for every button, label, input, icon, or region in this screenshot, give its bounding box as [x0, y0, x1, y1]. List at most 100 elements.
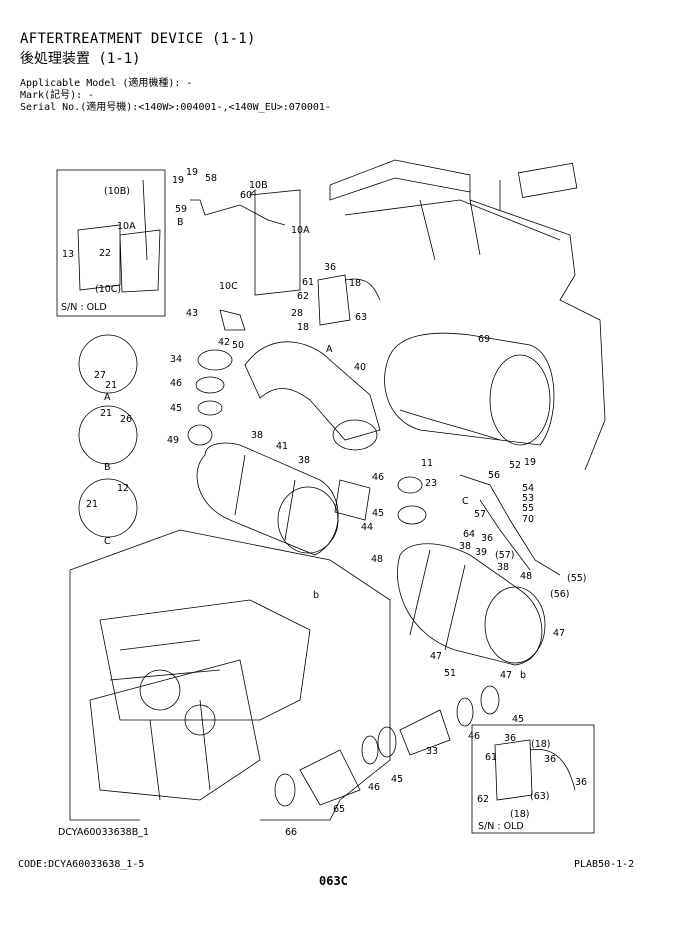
callout-56-paren: (56)	[550, 589, 570, 600]
callout-10c: 10C	[219, 281, 238, 292]
callout-50: 50	[232, 340, 244, 351]
callout-53: 53	[522, 493, 534, 504]
callout-63-inset: (63)	[530, 791, 550, 802]
muffler-69-drawing	[384, 332, 555, 446]
callout-60: 60	[240, 190, 252, 201]
callout-18b: 18	[297, 322, 309, 333]
inset-sn-old-left: S/N : OLD	[61, 302, 107, 313]
callout-22: 22	[99, 248, 111, 259]
callout-19a: 19	[186, 167, 198, 178]
callout-10b: 10B	[249, 180, 268, 191]
callout-19b: 19	[172, 175, 184, 186]
callout-45b: 45	[372, 508, 384, 519]
detail-c-label: C	[104, 536, 111, 547]
applicable-model: Applicable Model (適用機種): -	[20, 78, 193, 89]
callout-40: 40	[354, 362, 366, 373]
callout-23: 23	[425, 478, 437, 489]
callout-46a: 46	[170, 378, 182, 389]
callout-36-inset-a: 36	[504, 733, 516, 744]
callout-54: 54	[522, 483, 534, 494]
footer-page: 063C	[319, 874, 348, 888]
callout-28: 28	[291, 308, 303, 319]
engine-drawing	[69, 529, 391, 821]
hose-parts-drawing	[274, 685, 500, 807]
callout-59: 59	[175, 204, 187, 215]
callout-11: 11	[421, 458, 433, 469]
callout-10a: 10A	[291, 225, 310, 236]
callout-55-paren: (55)	[567, 573, 587, 584]
callout-b-circle-lower: b	[520, 670, 526, 681]
frame-drawing	[329, 159, 606, 471]
callout-labels: 19 58 10B 60 19 59 B (10B) 10A 13 22 (10…	[58, 167, 587, 838]
callout-38c: 38	[459, 541, 471, 552]
callout-39: 39	[475, 547, 487, 558]
callout-65: 65	[333, 804, 345, 815]
callout-c-circle: C	[462, 496, 469, 507]
title-japanese: 後処理装置 (1-1)	[20, 51, 141, 67]
callout-52: 52	[509, 460, 521, 471]
footer-plab: PLAB50-1-2	[574, 859, 635, 870]
callout-63: 63	[355, 312, 367, 323]
footer-code: CODE:DCYA60033638_1-5	[18, 859, 145, 870]
callout-61-inset: 61	[485, 752, 497, 763]
callout-66: 66	[285, 827, 297, 838]
callout-26: 26	[120, 414, 132, 425]
fittings-drawing	[190, 189, 561, 576]
callout-57: 57	[474, 509, 486, 520]
callout-45d: 45	[391, 774, 403, 785]
detail-circles	[78, 334, 138, 538]
callout-58: 58	[205, 173, 217, 184]
inset-old-left	[56, 169, 166, 317]
callout-18a: 18	[349, 278, 361, 289]
inset-sn-old-right: S/N : OLD	[478, 821, 524, 832]
callout-19c: 19	[524, 457, 536, 468]
callout-38b: 38	[298, 455, 310, 466]
callout-45c: 45	[512, 714, 524, 725]
mark-line: Mark(記号): -	[20, 90, 95, 101]
callout-36a: 36	[324, 262, 336, 273]
callout-62-inset: 62	[477, 794, 489, 805]
callout-36-inset-b: 36	[544, 754, 556, 765]
callout-10b-paren: (10B)	[104, 186, 130, 197]
detail-b-label: B	[104, 462, 111, 473]
callout-21a: 21	[105, 380, 117, 391]
callout-44: 44	[361, 522, 373, 533]
callout-a-circle: A	[326, 344, 333, 355]
callout-12: 12	[117, 483, 129, 494]
callout-47c: 47	[500, 670, 512, 681]
callout-21c: 21	[86, 499, 98, 510]
callout-10a-inset: 10A	[117, 221, 136, 232]
callout-69: 69	[478, 334, 490, 345]
callout-33: 33	[426, 746, 438, 757]
drawing-number: DCYA60033638B_1	[58, 827, 149, 838]
callout-10c-paren: (10C)	[95, 284, 121, 295]
callout-36-inset-c: 36	[575, 777, 587, 788]
detail-a-label: A	[104, 392, 111, 403]
callout-56: 56	[488, 470, 500, 481]
callout-47b: 47	[430, 651, 442, 662]
callout-64: 64	[463, 529, 475, 540]
callout-55: 55	[522, 503, 534, 514]
callout-48b: 48	[371, 554, 383, 565]
callout-41: 41	[276, 441, 288, 452]
callout-21b: 21	[100, 408, 112, 419]
callout-51: 51	[444, 668, 456, 679]
callout-27: 27	[94, 370, 106, 381]
callout-49: 49	[167, 435, 179, 446]
callout-61: 61	[302, 277, 314, 288]
callout-42: 42	[218, 337, 230, 348]
callout-18-inset-b: (18)	[510, 809, 530, 820]
callout-b-circle: B	[177, 217, 184, 228]
callout-43: 43	[186, 308, 198, 319]
pipe-40-drawing	[244, 341, 381, 451]
callout-46d: 46	[368, 782, 380, 793]
callout-70: 70	[522, 514, 534, 525]
callout-62: 62	[297, 291, 309, 302]
callout-38a: 38	[251, 430, 263, 441]
serial-number-line: Serial No.(適用号機):<140W>:004001-,<140W_EU…	[20, 102, 331, 113]
callout-18-inset-a: (18)	[531, 739, 551, 750]
title-english: AFTERTREATMENT DEVICE (1-1)	[20, 31, 256, 47]
cylinder-39-drawing	[334, 476, 546, 666]
callout-38d: 38	[497, 562, 509, 573]
callout-46b: 46	[372, 472, 384, 483]
